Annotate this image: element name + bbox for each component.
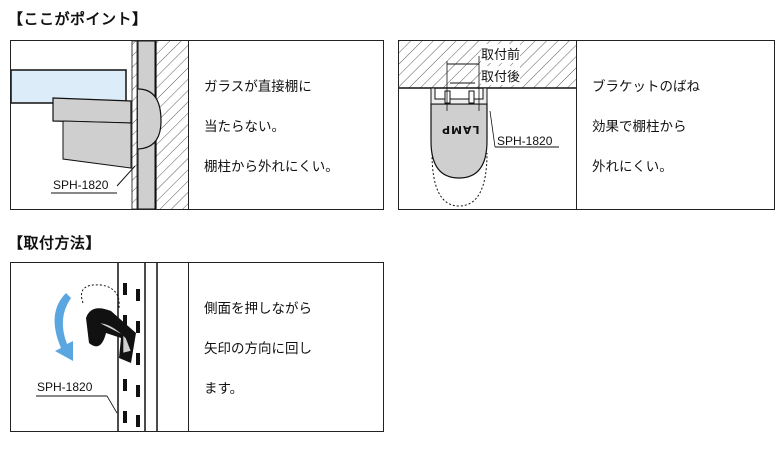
before-mounting-label: 取付前 [481, 44, 521, 63]
panel-spring-effect: 取付前 取付後 LAMP SPH-1820 ブラケットのばね 効果で棚柱から 外… [398, 40, 775, 210]
description: ガラスが直接棚に 当たらない。 棚柱から外れにくい。 [188, 41, 383, 209]
description-line: 当たらない。 [204, 119, 285, 135]
section-heading-installation: 【取付方法】 [8, 234, 102, 252]
description-line: 効果で棚柱から [592, 119, 687, 135]
part-label: SPH-1820 [53, 178, 109, 192]
description: 側面を押しながら 矢印の方向に回し ます。 [188, 263, 383, 431]
section-heading-point: 【ここがポイント】 [8, 10, 148, 28]
after-mounting-label: 取付後 [481, 66, 521, 85]
description-line: ブラケットのばね [592, 79, 700, 95]
diagram-side-view: SPH-1820 [11, 41, 189, 209]
description-line: ます。 [204, 381, 244, 397]
description-line: 側面を押しながら [204, 301, 312, 317]
diagram-installation: SPH-1820 [11, 263, 189, 431]
part-label: SPH-1820 [497, 134, 553, 148]
installation-illustration [36, 263, 158, 431]
description-line: 外れにくい。 [592, 159, 673, 175]
description-line: ガラスが直接棚に [204, 79, 312, 95]
description-line: 棚柱から外れにくい。 [204, 159, 339, 175]
panel-installation: SPH-1820 側面を押しながら 矢印の方向に回し ます。 [10, 262, 384, 432]
side-view-illustration [11, 41, 188, 209]
part-label: SPH-1820 [37, 380, 93, 394]
brand-mark: LAMP [441, 123, 480, 136]
rotation-arrow-icon [54, 293, 73, 361]
description-line: 矢印の方向に回し [204, 341, 312, 357]
description: ブラケットのばね 効果で棚柱から 外れにくい。 [576, 41, 774, 209]
panel-glass-protection: SPH-1820 ガラスが直接棚に 当たらない。 棚柱から外れにくい。 [10, 40, 384, 210]
diagram-top-view: 取付前 取付後 LAMP SPH-1820 [399, 41, 577, 209]
